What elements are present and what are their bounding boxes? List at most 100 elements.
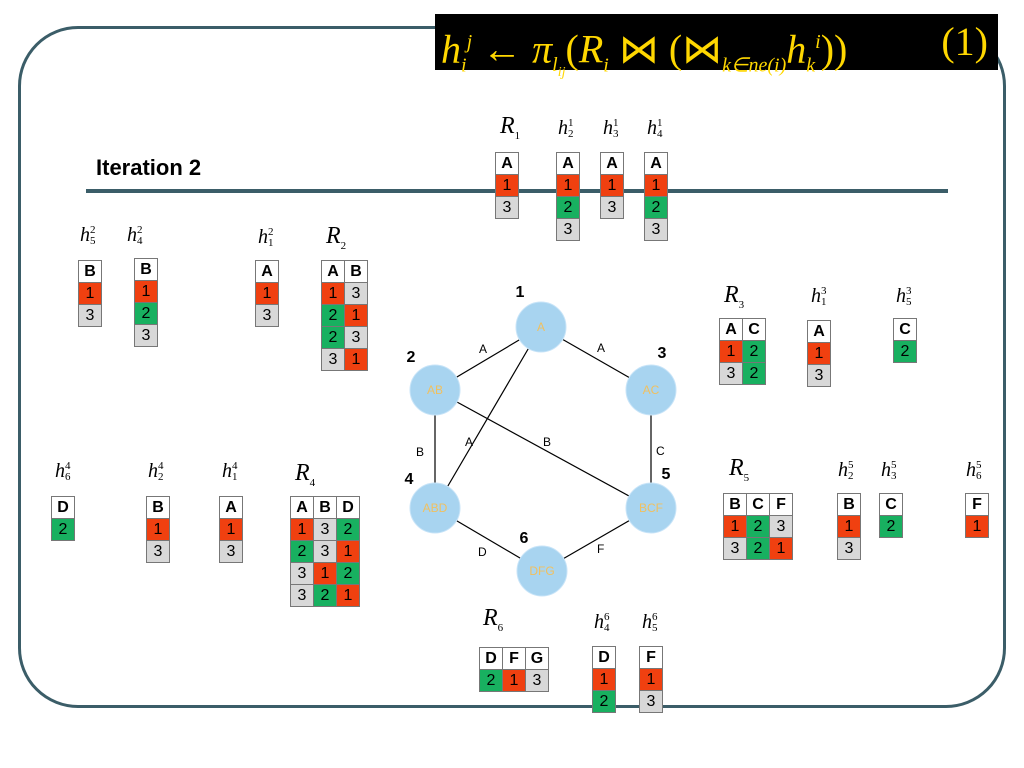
table-cell: 3: [321, 348, 345, 371]
table-cell: 1: [807, 342, 831, 365]
table-cell: 2: [879, 515, 903, 538]
table-row: 1: [255, 282, 279, 305]
table-cell: 1: [837, 515, 861, 538]
table-cell: 1: [336, 584, 360, 607]
table-row: 3: [807, 364, 831, 387]
node-number: 4: [405, 471, 414, 488]
edge-label-1-2: A: [479, 342, 487, 356]
node-number: 6: [520, 530, 529, 547]
table-row: 1: [134, 280, 158, 303]
table-cell: 3: [556, 218, 580, 241]
table-cell: 3: [807, 364, 831, 387]
table-cell: 2: [746, 537, 770, 560]
edge-label-2-5: B: [543, 435, 551, 449]
node-number: 1: [516, 284, 525, 301]
table-cell: 3: [723, 537, 747, 560]
node-6: DFG 6: [516, 530, 568, 597]
table-row: 2: [592, 690, 616, 713]
table-cell: 3: [134, 324, 158, 347]
column-header: F: [639, 646, 663, 669]
table-header-row: B: [134, 258, 158, 281]
column-header: B: [134, 258, 158, 281]
table-row: 3: [146, 540, 170, 563]
table-cell: 3: [639, 690, 663, 713]
svg-text:BCF: BCF: [639, 501, 663, 515]
column-header: A: [807, 320, 831, 343]
table-row: 1: [592, 668, 616, 691]
table-cell: 1: [502, 669, 526, 692]
table-row: 1: [639, 668, 663, 691]
table-cell: 3: [719, 362, 743, 385]
table-row: 1: [495, 174, 519, 197]
table-cell: 3: [290, 562, 314, 585]
svg-text:A: A: [537, 320, 545, 334]
table-row: 1: [219, 518, 243, 541]
table-cell: 3: [495, 196, 519, 219]
table-cell: 3: [313, 518, 337, 541]
table-row: 3: [639, 690, 663, 713]
table-row: 3: [134, 324, 158, 347]
message-update-formula: hij ← πlij(Ri ⋈ (⋈k∈ne(i)hki)): [441, 26, 848, 81]
column-header: F: [965, 493, 989, 516]
table-cell: 3: [313, 540, 337, 563]
edge-label-5-6: F: [597, 542, 604, 556]
column-header: B: [313, 496, 337, 519]
table-cell: 3: [219, 540, 243, 563]
relation-label-r4: R4: [295, 460, 316, 489]
table-header-row: A: [495, 152, 519, 175]
edge-1-4: [434, 326, 542, 509]
column-header: A: [255, 260, 279, 283]
table-cell: 2: [592, 690, 616, 713]
table-cell: 1: [556, 174, 580, 197]
table-row: 3: [78, 304, 102, 327]
table-cell: 3: [290, 584, 314, 607]
table-row: 3: [255, 304, 279, 327]
table-cell: 1: [344, 304, 368, 327]
column-header: C: [742, 318, 766, 341]
table-cell: 3: [525, 669, 549, 692]
table-row: 1: [600, 174, 624, 197]
node-number: 3: [658, 345, 667, 362]
table-row: 2: [556, 196, 580, 219]
column-header: A: [219, 496, 243, 519]
table-cell: 1: [600, 174, 624, 197]
svg-text:AB: AB: [427, 383, 443, 397]
table-cell: 3: [78, 304, 102, 327]
table-cell: 2: [134, 302, 158, 325]
table-header-row: B: [78, 260, 102, 283]
table-row: 2: [644, 196, 668, 219]
table-row: 2: [51, 518, 75, 541]
table-header-row: A: [644, 152, 668, 175]
column-header: F: [502, 647, 526, 670]
column-header: A: [600, 152, 624, 175]
table-cell: 1: [644, 174, 668, 197]
table-cell: 2: [321, 304, 345, 327]
column-header: C: [746, 493, 770, 516]
table-header-row: D: [51, 496, 75, 519]
table-row: 2: [879, 515, 903, 538]
